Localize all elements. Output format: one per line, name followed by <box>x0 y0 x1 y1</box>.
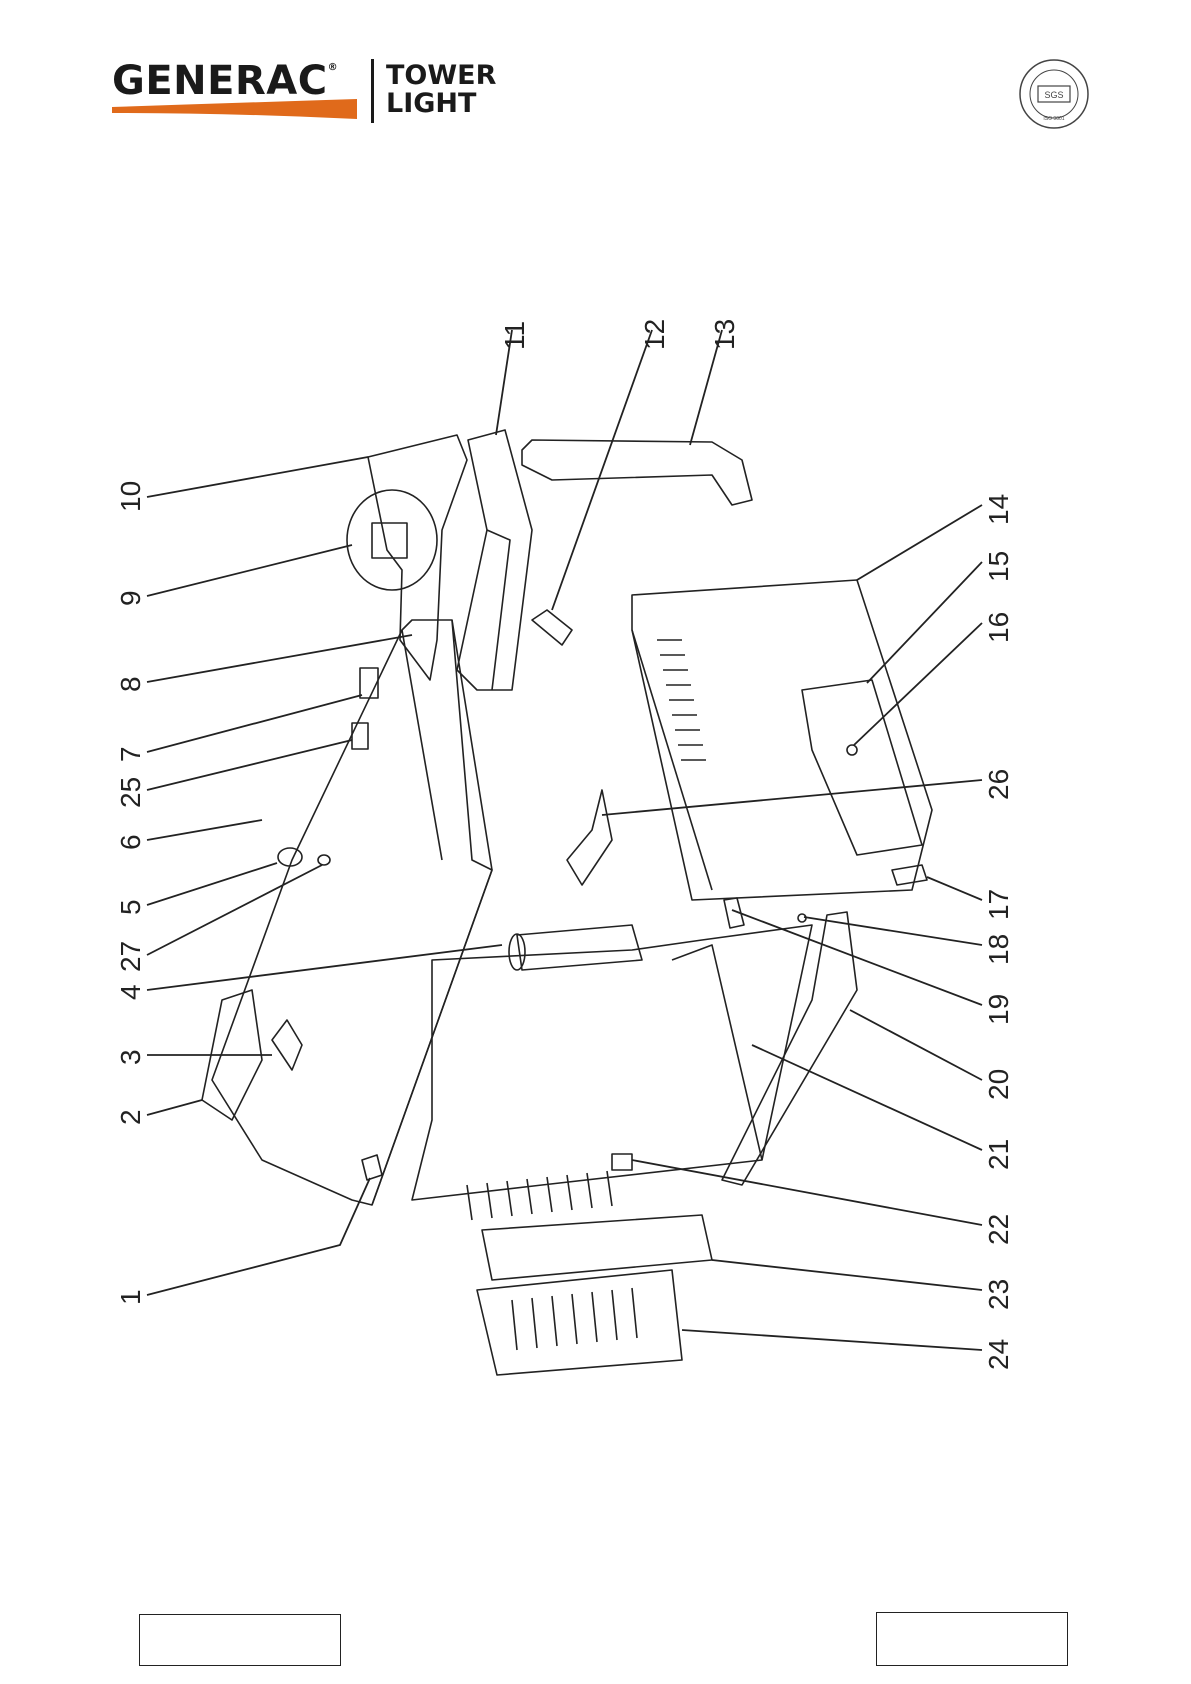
callout-20: 20 <box>983 1069 1014 1100</box>
product-line-2: LIGHT <box>386 90 496 118</box>
part-22-tag <box>612 1154 632 1170</box>
part-20-rail <box>722 912 857 1185</box>
leader-lines <box>147 330 982 1350</box>
diagram-canvas: 10 9 8 7 25 6 5 27 4 3 2 1 11 12 13 14 1… <box>112 300 1102 1500</box>
callout-27: 27 <box>115 941 146 972</box>
registered-mark: ® <box>328 62 339 73</box>
part-9-round-plate <box>347 490 437 590</box>
part-14-vents <box>657 640 706 760</box>
part-24-bottom-panel <box>477 1270 682 1375</box>
part-4-muffler <box>517 925 642 970</box>
callout-6: 6 <box>115 834 146 850</box>
callout-3: 3 <box>115 1049 146 1065</box>
callout-18: 18 <box>983 934 1014 965</box>
callout-13: 13 <box>709 319 740 350</box>
part-14-enclosure-cover <box>632 580 932 900</box>
cert-seal-mark: SGS <box>1044 90 1063 100</box>
part-7-block <box>360 668 378 698</box>
bottom-vents <box>512 1288 637 1350</box>
cert-seal-icon: SGS ISO 9001 <box>1018 58 1090 130</box>
leader-26 <box>602 780 982 815</box>
callout-labels: 10 9 8 7 25 6 5 27 4 3 2 1 11 12 13 14 1… <box>115 319 1014 1370</box>
brand-name: GENERAC <box>112 58 328 104</box>
part-23-strip <box>482 1215 712 1280</box>
leader-24 <box>682 1330 982 1350</box>
part-17-connector <box>892 865 927 885</box>
part-12-hinge <box>532 610 572 645</box>
product-name: TOWER LIGHT <box>386 62 496 118</box>
brand-logo: GENERAC® <box>112 58 338 104</box>
part-13-bracket-arm <box>522 440 752 505</box>
footer-right-box <box>876 1612 1068 1666</box>
callout-12: 12 <box>639 319 670 350</box>
leader-4 <box>147 945 502 990</box>
callout-8: 8 <box>115 676 146 692</box>
leader-14 <box>857 505 982 580</box>
part-3-lever <box>272 1020 302 1070</box>
part-26-bracket <box>567 790 612 885</box>
leader-20 <box>850 1010 982 1080</box>
base-vents <box>467 1171 612 1220</box>
callout-16: 16 <box>983 612 1014 643</box>
part-1-foot-bracket <box>362 1155 382 1180</box>
callout-10: 10 <box>115 481 146 512</box>
callout-24: 24 <box>983 1339 1014 1370</box>
callout-19: 19 <box>983 994 1014 1025</box>
leader-2 <box>147 1100 202 1115</box>
callout-22: 22 <box>983 1214 1014 1245</box>
leader-7 <box>147 695 362 752</box>
callout-7: 7 <box>115 746 146 762</box>
leader-15 <box>867 562 982 683</box>
part-27-washer <box>318 855 330 865</box>
part-6-base-plate <box>212 620 492 1205</box>
callout-26: 26 <box>983 769 1014 800</box>
callout-23: 23 <box>983 1279 1014 1310</box>
part-25-block <box>352 723 368 749</box>
callout-1: 1 <box>115 1289 146 1305</box>
callout-21: 21 <box>983 1139 1014 1170</box>
leader-17 <box>927 877 982 900</box>
part-15-control-panel <box>802 680 922 855</box>
leader-25 <box>147 740 352 790</box>
cert-seal-sub: ISO 9001 <box>1043 116 1064 122</box>
logo-divider <box>371 59 374 123</box>
leader-9 <box>147 545 352 596</box>
leader-12 <box>552 330 652 610</box>
page-header: GENERAC® TOWER LIGHT SGS ISO 9001 <box>0 0 1191 150</box>
brand-swoosh <box>112 99 357 121</box>
leader-10 <box>147 457 368 497</box>
leader-18 <box>804 917 982 945</box>
callout-25: 25 <box>115 777 146 808</box>
callout-2: 2 <box>115 1109 146 1125</box>
part-11-beam <box>457 430 532 690</box>
callout-15: 15 <box>983 551 1014 582</box>
callout-11: 11 <box>499 321 530 350</box>
leader-22 <box>632 1160 982 1225</box>
certification-seal: SGS ISO 9001 <box>1018 58 1090 130</box>
callout-14: 14 <box>983 494 1014 525</box>
leader-23 <box>712 1260 982 1290</box>
footer-left-box <box>139 1614 341 1666</box>
exploded-parts-diagram: 10 9 8 7 25 6 5 27 4 3 2 1 11 12 13 14 1… <box>112 300 1102 1500</box>
leader-8 <box>147 635 412 682</box>
diagram-parts <box>202 430 932 1375</box>
callout-5: 5 <box>115 899 146 915</box>
callout-17: 17 <box>983 889 1014 920</box>
leader-1 <box>147 1178 370 1295</box>
part-16-switch <box>847 745 857 755</box>
callout-4: 4 <box>115 984 146 1000</box>
product-line-1: TOWER <box>386 62 496 90</box>
leader-27 <box>147 865 322 955</box>
callout-9: 9 <box>115 590 146 606</box>
leader-6 <box>147 820 262 840</box>
